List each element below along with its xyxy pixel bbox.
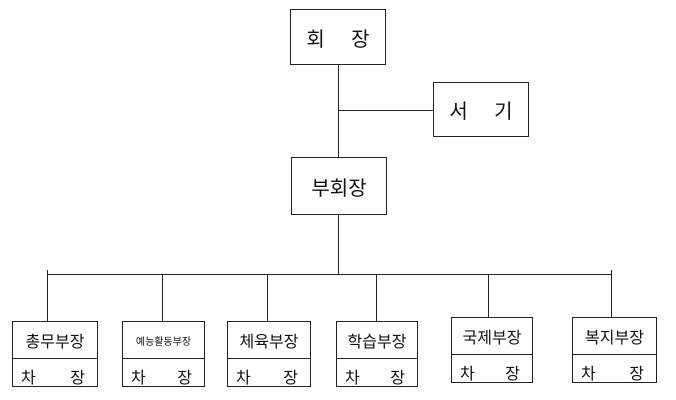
chairman-label: 회 장 bbox=[306, 26, 380, 51]
department-sub-row: 차 장 bbox=[123, 359, 204, 393]
department-name: 예능활동부장 bbox=[123, 322, 204, 359]
connector-chairman-vice bbox=[338, 65, 339, 157]
connector-vice-bus bbox=[338, 215, 339, 275]
connector-secretary bbox=[338, 110, 433, 111]
vice-chairman-label: 부회장 bbox=[311, 175, 367, 200]
department-name: 체육부장 bbox=[228, 322, 310, 359]
department-box-5: 국제부장 차 장 bbox=[451, 317, 533, 383]
department-sub-row: 차 장 bbox=[573, 355, 656, 389]
connector-dept-1 bbox=[47, 270, 48, 321]
deputy-label-right: 장 bbox=[390, 368, 405, 387]
secretary-box: 서 기 bbox=[433, 82, 529, 137]
department-name: 국제부장 bbox=[452, 318, 532, 355]
department-box-2: 예능활동부장 차 장 bbox=[122, 321, 205, 387]
department-sub-row: 차 장 bbox=[452, 355, 532, 389]
department-name: 복지부장 bbox=[573, 318, 656, 355]
department-name: 총무부장 bbox=[13, 322, 97, 359]
deputy-label-left: 차 bbox=[345, 368, 360, 387]
department-box-6: 복지부장 차 장 bbox=[572, 317, 657, 383]
connector-dept-2 bbox=[162, 274, 163, 321]
deputy-label-right: 장 bbox=[177, 368, 192, 387]
secretary-label: 서 기 bbox=[449, 99, 523, 123]
deputy-label-right: 장 bbox=[70, 368, 85, 387]
department-bus-line bbox=[47, 274, 611, 275]
deputy-label-left: 차 bbox=[131, 368, 146, 387]
connector-dept-4 bbox=[376, 274, 377, 321]
connector-dept-3 bbox=[267, 274, 268, 321]
department-box-3: 체육부장 차 장 bbox=[227, 321, 311, 387]
chairman-box: 회 장 bbox=[290, 9, 386, 65]
department-sub-row: 차 장 bbox=[13, 359, 97, 393]
department-box-4: 학습부장 차 장 bbox=[336, 321, 418, 387]
department-sub-row: 차 장 bbox=[337, 359, 417, 393]
department-name: 학습부장 bbox=[337, 322, 417, 359]
department-sub-row: 차 장 bbox=[228, 359, 310, 393]
department-box-1: 총무부장 차 장 bbox=[12, 321, 98, 387]
connector-dept-6 bbox=[611, 270, 612, 317]
deputy-label-left: 차 bbox=[581, 364, 596, 383]
deputy-label-left: 차 bbox=[21, 368, 36, 387]
connector-dept-5 bbox=[488, 274, 489, 317]
deputy-label-right: 장 bbox=[505, 364, 520, 383]
vice-chairman-box: 부회장 bbox=[291, 157, 387, 215]
deputy-label-right: 장 bbox=[283, 368, 298, 387]
deputy-label-right: 장 bbox=[629, 364, 644, 383]
deputy-label-left: 차 bbox=[236, 368, 251, 387]
deputy-label-left: 차 bbox=[460, 364, 475, 383]
